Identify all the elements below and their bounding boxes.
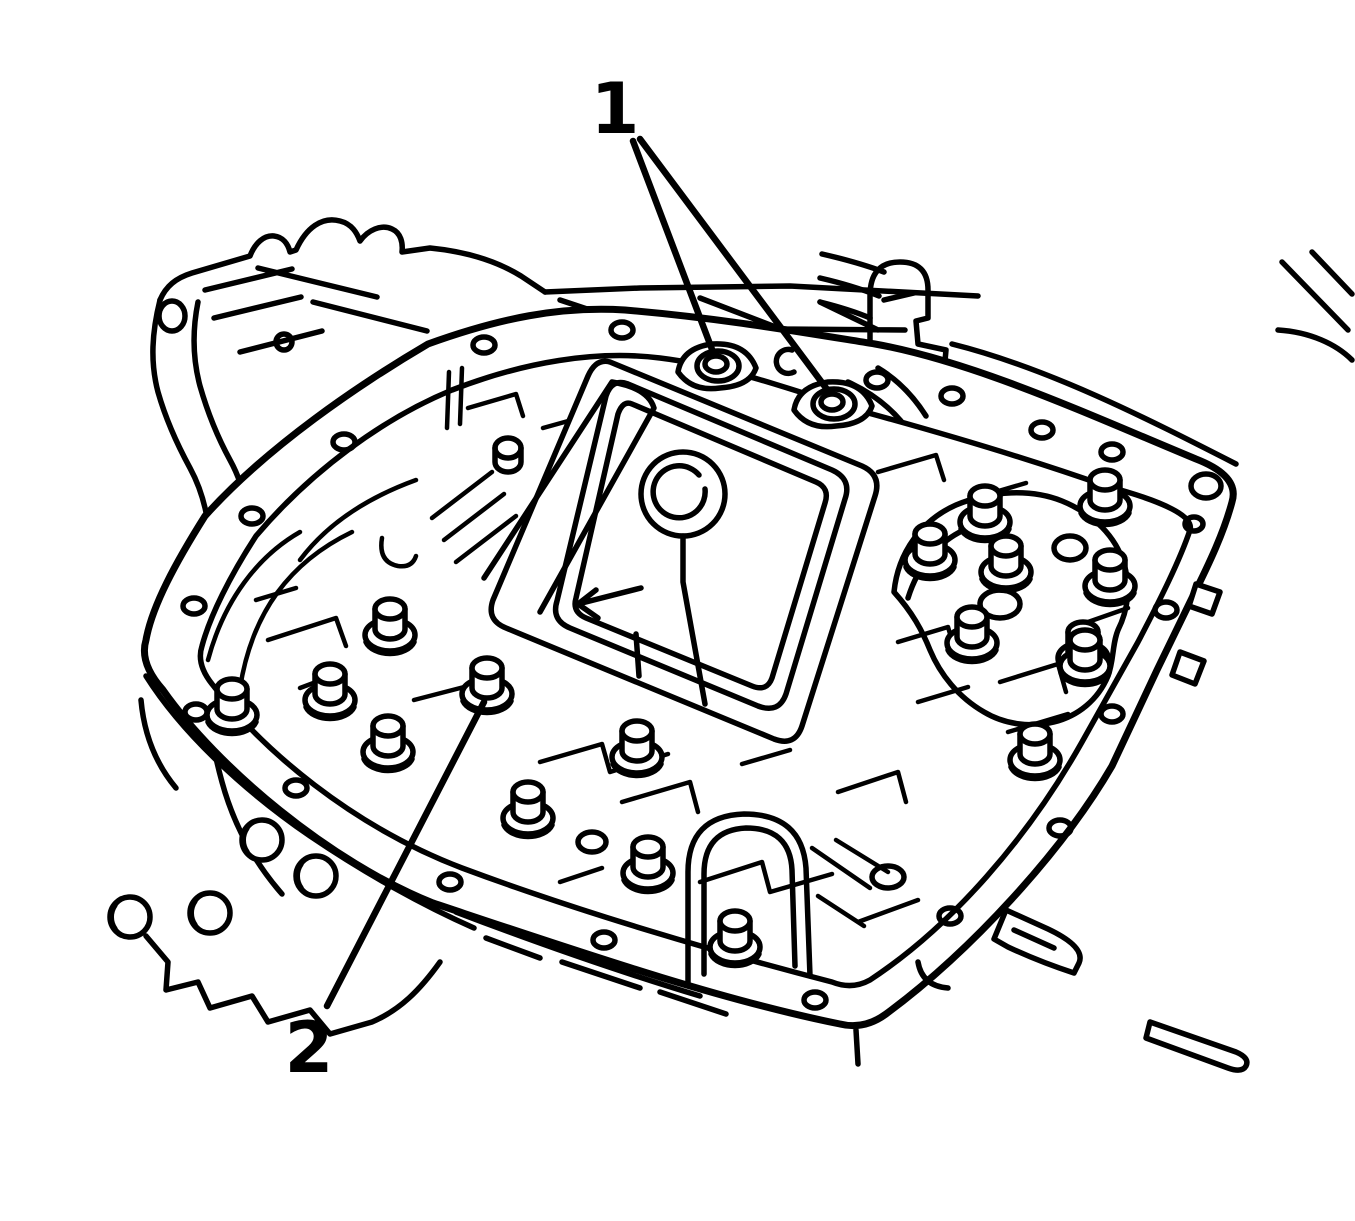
cover-inner (572, 400, 830, 691)
rear-boss-cylinder (867, 259, 949, 375)
callout-2: 2 (285, 698, 488, 1089)
mount-bracket-outline (157, 217, 548, 303)
cover-flow-arrow (575, 585, 644, 679)
case-side-lower-edge (138, 697, 443, 1037)
valve-body-bolt (1060, 630, 1110, 685)
rear-case-contours (817, 251, 1239, 467)
gasket-bolt-holes (180, 319, 1224, 1011)
valve-body-bolt (363, 716, 413, 771)
valve-body-bolt (305, 664, 355, 719)
pan-rail-lines (143, 673, 729, 1017)
cover-ridge-strip (481, 379, 657, 615)
valve-body-bolt (365, 599, 415, 654)
center-tunnel-arch (685, 811, 813, 987)
case-exterior-details (110, 581, 1250, 1073)
bracket-small-hole (273, 331, 295, 353)
valve-body-bolt-2-target (462, 658, 512, 713)
valve-body-bolt (1010, 724, 1060, 779)
side-plug (110, 897, 150, 937)
valve-body-bolt (623, 837, 673, 892)
callout-1-leader-b (636, 135, 833, 396)
hanging-edge-line (853, 1027, 861, 1067)
valve-body-bolt (207, 679, 257, 734)
cover-center-port-inner (650, 463, 708, 521)
valve-body-bolt (710, 911, 760, 966)
shift-rod (1143, 1019, 1250, 1073)
side-plug (190, 893, 230, 933)
filter-cover-bolt-1b (794, 382, 872, 427)
callout-2-leader (323, 698, 488, 1010)
filter-cover-bolt-1a (678, 344, 756, 389)
flange-edge-tabs (1169, 581, 1223, 687)
side-plug (296, 856, 336, 896)
valve-body-bolt (947, 607, 997, 662)
valve-body-bolt (960, 486, 1010, 541)
small-boss-base (492, 445, 524, 475)
cover-crease (680, 533, 708, 707)
valve-body-bolt (981, 536, 1031, 591)
valve-body-bolt (503, 782, 553, 837)
manual-shaft-stub-line (915, 927, 1057, 991)
callout-1-label: 1 (591, 68, 640, 150)
side-pipe-plugs (110, 820, 336, 937)
callout-2-label: 2 (285, 1007, 334, 1089)
bracket-ribs (202, 265, 430, 355)
valve-body-bolt (612, 721, 662, 776)
fluid-filter-cover (481, 358, 880, 744)
callout-1: 1 (591, 68, 833, 396)
top-right-wedge-lines (1275, 249, 1355, 363)
accumulator-piston-bars (379, 469, 519, 569)
valve-body-bolt (1080, 470, 1130, 525)
bracket-bolt-hole (156, 298, 188, 334)
valve-body-bolt (905, 524, 955, 579)
valve-body-bolt (1085, 550, 1135, 605)
callout-1-leader-a (629, 137, 717, 356)
side-plug (242, 820, 282, 860)
